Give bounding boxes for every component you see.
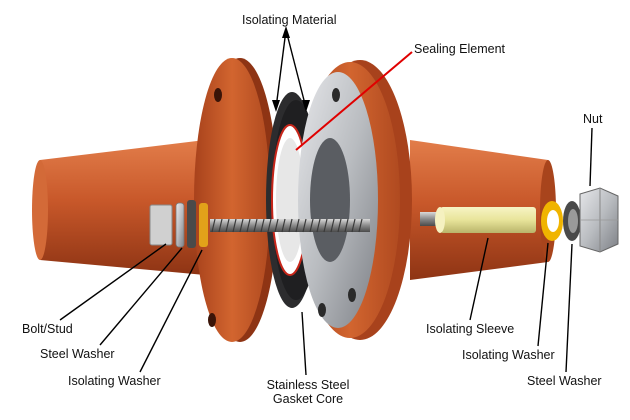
left-bolt-hardware <box>149 200 208 248</box>
steel-washer-left-part <box>175 202 185 248</box>
isolating-washer-left-ring <box>199 203 208 247</box>
isolating-washer-left-part <box>187 200 196 248</box>
label-isolating-sleeve: Isolating Sleeve <box>426 322 515 336</box>
isolating-washer-right-part <box>541 201 563 241</box>
label-steel-washer-right: Steel Washer <box>527 374 602 388</box>
leader-isolating-washer-right <box>537 242 549 347</box>
bolt-hole <box>348 288 356 302</box>
leader-steel-washer-left <box>99 247 183 346</box>
leader-sealing-element <box>295 51 413 151</box>
label-isolating-washer-left: Isolating Washer <box>68 374 161 388</box>
label-isolating-washer-right: Isolating Washer <box>462 348 555 362</box>
bolt-hole <box>332 88 340 102</box>
label-nut: Nut <box>583 112 603 126</box>
label-steel-washer-left: Steel Washer <box>40 347 115 361</box>
steel-washer-right-part <box>563 201 581 241</box>
leader-isolating-material-2 <box>285 29 307 109</box>
right-flange <box>298 60 412 340</box>
leader-steel-washer-right <box>565 243 573 373</box>
nut-part <box>579 187 619 253</box>
label-gasket-core-line2: Gasket Core <box>272 392 344 406</box>
bolt-hole <box>214 88 222 102</box>
label-stainless-steel-gasket-core: Stainless Steel Gasket Core <box>258 378 358 406</box>
threaded-stud <box>210 212 436 233</box>
bolt-hole <box>318 303 326 317</box>
bolt-head <box>149 204 173 246</box>
leader-isolating-material-1 <box>275 29 287 109</box>
bolt-hole <box>208 313 216 327</box>
label-isolating-material: Isolating Material <box>242 13 337 27</box>
leader-bolt-stud <box>59 243 167 321</box>
label-bolt-stud: Bolt/Stud <box>22 322 73 336</box>
leader-nut <box>589 127 593 187</box>
left-flange <box>194 58 278 342</box>
leader-isolating-washer-left <box>139 249 203 373</box>
label-sealing-element: Sealing Element <box>414 42 506 56</box>
leader-lines <box>59 29 593 376</box>
label-stainless-steel-line1: Stainless Steel <box>266 378 350 392</box>
isolating-sleeve-part <box>435 207 536 233</box>
leader-gasket-core <box>301 311 307 376</box>
arrowheads <box>272 26 310 112</box>
leader-isolating-sleeve <box>469 237 489 321</box>
